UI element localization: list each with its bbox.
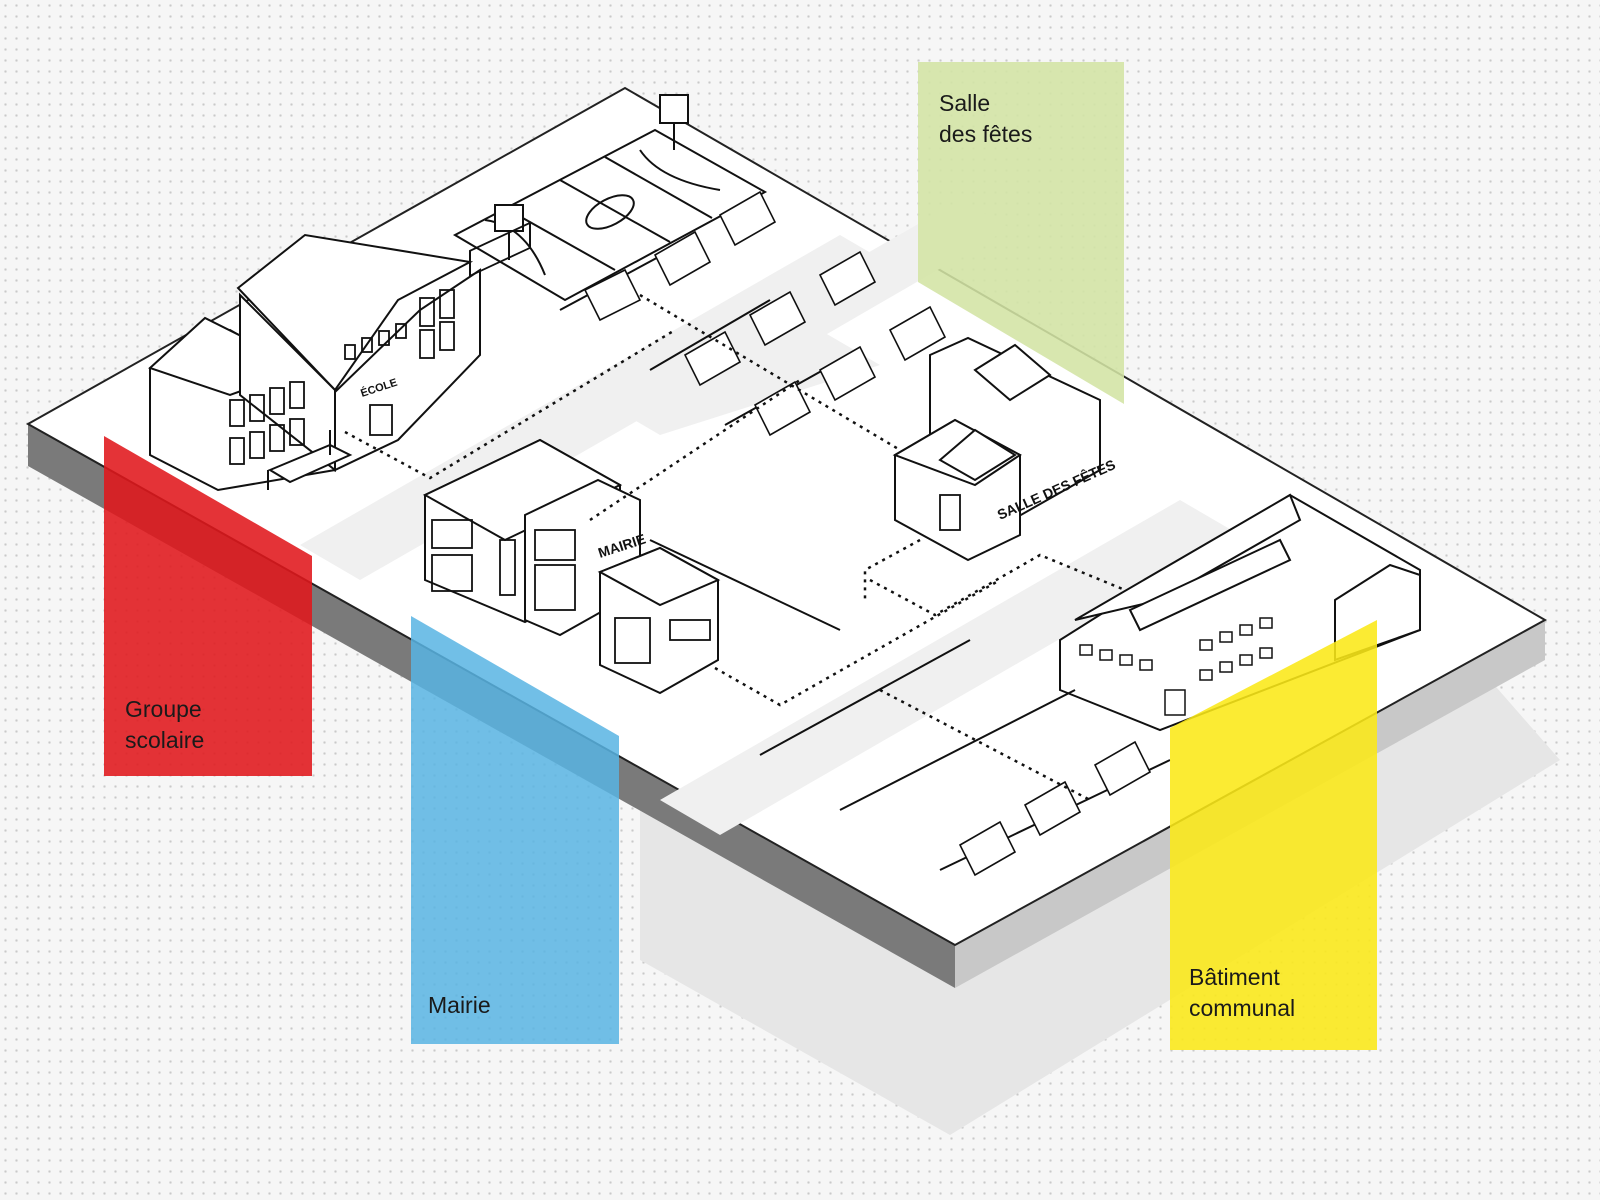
zone-salle-des-fetes-line2: des fêtes <box>939 121 1033 147</box>
basketball-court <box>452 94 768 302</box>
zone-groupe-scolaire-shape <box>104 436 312 776</box>
mairie-building: MAIRIE <box>422 221 721 695</box>
ecole-building: ÉCOLE <box>148 233 481 492</box>
zone-groupe-scolaire-line2: scolaire <box>125 727 205 753</box>
zone-salle-des-fetes: Salle des fêtes <box>918 62 1124 404</box>
zone-salle-des-fetes-line1: Salle <box>939 90 991 116</box>
network-links <box>344 293 1126 802</box>
zone-mairie-line1: Mairie <box>428 992 491 1018</box>
batiment-communal-building <box>1059 493 1421 732</box>
zone-groupe-scolaire-line1: Groupe <box>125 696 202 722</box>
zone-batiment-communal: Bâtiment communal <box>1170 620 1377 1050</box>
zone-batiment-communal-line2: communal <box>1189 995 1296 1021</box>
zone-batiment-communal-shape <box>1170 620 1377 1050</box>
zone-groupe-scolaire: Groupe scolaire <box>104 436 312 776</box>
zone-mairie: Mairie <box>411 616 619 1044</box>
zone-batiment-communal-line1: Bâtiment <box>1189 964 1280 990</box>
zone-salle-des-fetes-shape <box>918 62 1124 404</box>
solar-carports <box>583 190 1152 877</box>
platform-top <box>25 86 1548 947</box>
zone-mairie-shape <box>411 616 619 1044</box>
